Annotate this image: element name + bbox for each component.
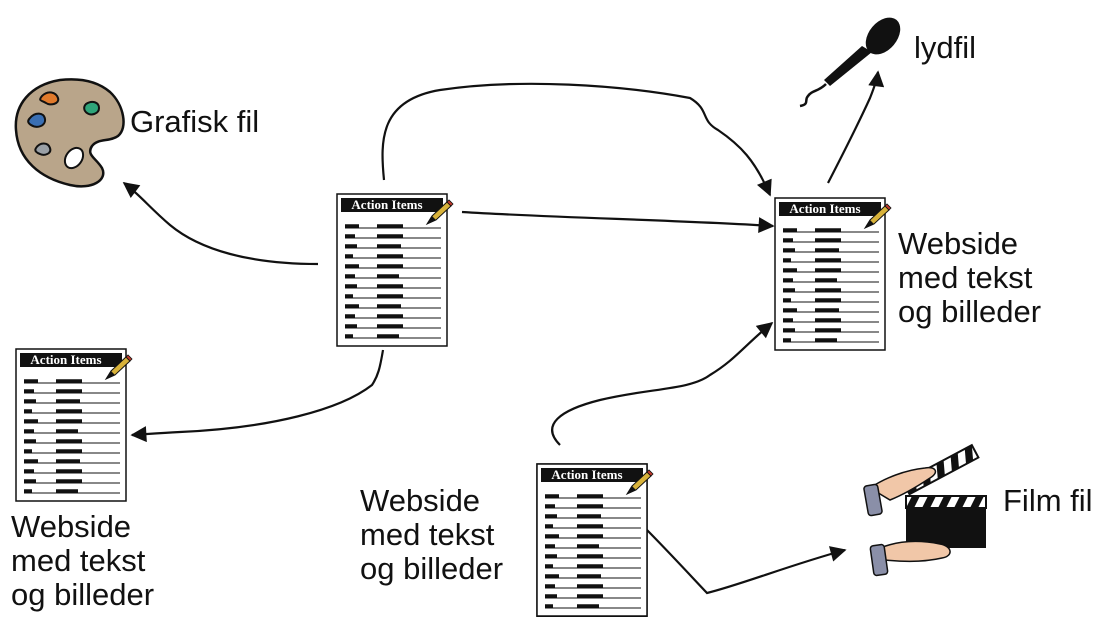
clapperboard-icon	[863, 443, 987, 577]
arrow-to-webpage-left	[130, 349, 385, 443]
label-webpage-bottom-line-1: Webside	[360, 483, 481, 518]
document-left-title: Action Items	[30, 352, 101, 367]
label-film-file: Film fil	[1003, 483, 1093, 518]
label-webpage-bottom: Webside med tekst og billeder	[360, 484, 503, 586]
palette-icon	[14, 78, 125, 188]
document-right-title: Action Items	[789, 201, 860, 216]
label-graphic-file: Grafisk fil	[130, 104, 260, 139]
lower-hand	[879, 540, 951, 563]
document-webpage-left: Action Items	[14, 347, 133, 503]
label-webpage-bottom-line-2: med tekst	[360, 517, 495, 552]
label-webpage-right-line-3: og billeder	[898, 294, 1042, 329]
document-webpage-right: Action Items	[773, 196, 892, 352]
label-webpage-left-line-2: med tekst	[11, 543, 146, 578]
arrow-to-graphic-file	[122, 182, 319, 266]
arrow-to-film-file	[644, 527, 847, 595]
arrow-to-webpage-right	[461, 210, 775, 234]
label-webpage-left-line-3: og billeder	[11, 577, 155, 612]
document-bottom-title: Action Items	[551, 467, 622, 482]
document-webpage-bottom: Action Items	[535, 462, 654, 618]
label-webpage-bottom-line-3: og billeder	[360, 551, 504, 586]
label-webpage-left-line-1: Webside	[11, 509, 132, 544]
label-sound-file: lydfil	[914, 30, 977, 65]
label-webpage-right: Webside med tekst og billeder	[898, 227, 1041, 329]
document-center-title: Action Items	[351, 197, 422, 212]
arrow-to-sound-file	[827, 70, 885, 184]
arrow-arc-to-webpage-right	[381, 82, 772, 197]
document-center: Action Items	[335, 192, 454, 348]
label-webpage-right-line-2: med tekst	[898, 260, 1033, 295]
label-webpage-right-line-1: Webside	[898, 226, 1019, 261]
label-webpage-left: Webside med tekst og billeder	[11, 510, 154, 612]
upper-hand	[868, 466, 937, 501]
microphone-icon	[799, 17, 901, 108]
arrow-bottom-to-webpage-right	[551, 321, 774, 446]
